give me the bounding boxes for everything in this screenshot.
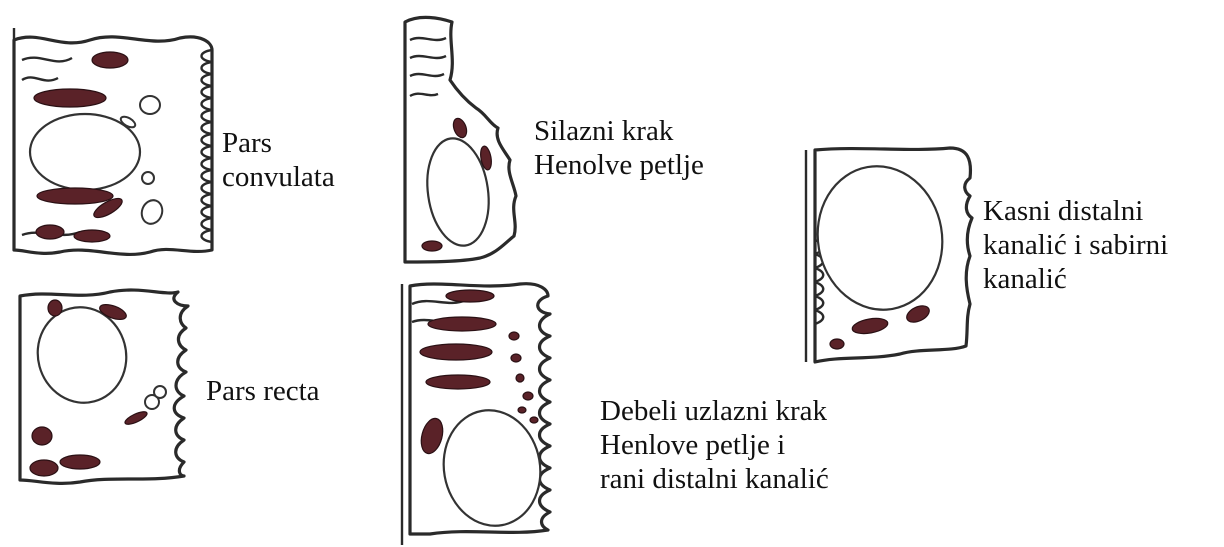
- mitochondrion: [523, 392, 533, 400]
- label-pars-convulata: Pars convulata: [222, 126, 335, 194]
- label-line: Debeli uzlazni krak: [600, 394, 829, 428]
- label-silazni-krak: Silazni krak Henolve petlje: [534, 114, 704, 182]
- mitochondrion: [830, 339, 844, 349]
- mitochondrion: [851, 316, 889, 336]
- mitochondrion: [516, 374, 524, 382]
- label-debeli-uzlazni-krak: Debeli uzlazni krak Henlove petlje i ran…: [600, 394, 829, 496]
- mitochondrion: [74, 230, 110, 242]
- mitochondrion: [48, 300, 62, 316]
- label-line: Pars: [222, 126, 335, 160]
- vacuole: [138, 197, 165, 226]
- apical-folds: [410, 38, 446, 96]
- label-line: Pars recta: [206, 374, 320, 408]
- mitochondrion: [422, 241, 442, 251]
- cell-kasni-distalni: [806, 148, 972, 362]
- cell-debeli-uzlazni-krak: [402, 284, 550, 545]
- mitochondrion: [518, 407, 526, 413]
- label-line: Henolve petlje: [534, 148, 704, 182]
- mitochondrion: [451, 117, 469, 140]
- mitochondrion: [511, 354, 521, 362]
- mitochondrion: [34, 89, 106, 107]
- label-line: kanalić: [983, 262, 1168, 296]
- label-line: convulata: [222, 160, 335, 194]
- label-line: Silazni krak: [534, 114, 704, 148]
- label-line: rani distalni kanalić: [600, 462, 829, 496]
- mitochondrion: [904, 303, 932, 326]
- label-line: Kasni distalni: [983, 194, 1168, 228]
- mitochondrion: [418, 416, 447, 456]
- mitochondrion: [60, 455, 100, 469]
- mitochondrion: [509, 332, 519, 340]
- label-pars-recta: Pars recta: [206, 374, 320, 408]
- mitochondrion: [530, 417, 538, 423]
- mitochondrion: [446, 290, 494, 302]
- label-kasni-distalni: Kasni distalni kanalić i sabirni kanalić: [983, 194, 1168, 296]
- cell-pars-recta: [20, 290, 188, 483]
- nucleus: [806, 156, 953, 319]
- mitochondrion: [428, 317, 496, 331]
- cell-silazni-krak: [405, 17, 516, 262]
- cell-pars-convulata: [14, 28, 212, 254]
- nucleus: [30, 114, 140, 190]
- mitochondrion: [36, 225, 64, 239]
- mitochondrion: [92, 52, 128, 68]
- mitochondrion: [37, 188, 113, 204]
- mitochondrion: [30, 460, 58, 476]
- label-line: Henlove petlje i: [600, 428, 829, 462]
- vacuole: [154, 386, 166, 398]
- label-line: kanalić i sabirni: [983, 228, 1168, 262]
- mitochondrion: [426, 375, 490, 389]
- mitochondrion: [32, 427, 52, 445]
- mitochondrion: [123, 409, 148, 426]
- vacuole: [142, 172, 154, 184]
- mitochondrion: [420, 344, 492, 360]
- vacuole: [140, 96, 160, 114]
